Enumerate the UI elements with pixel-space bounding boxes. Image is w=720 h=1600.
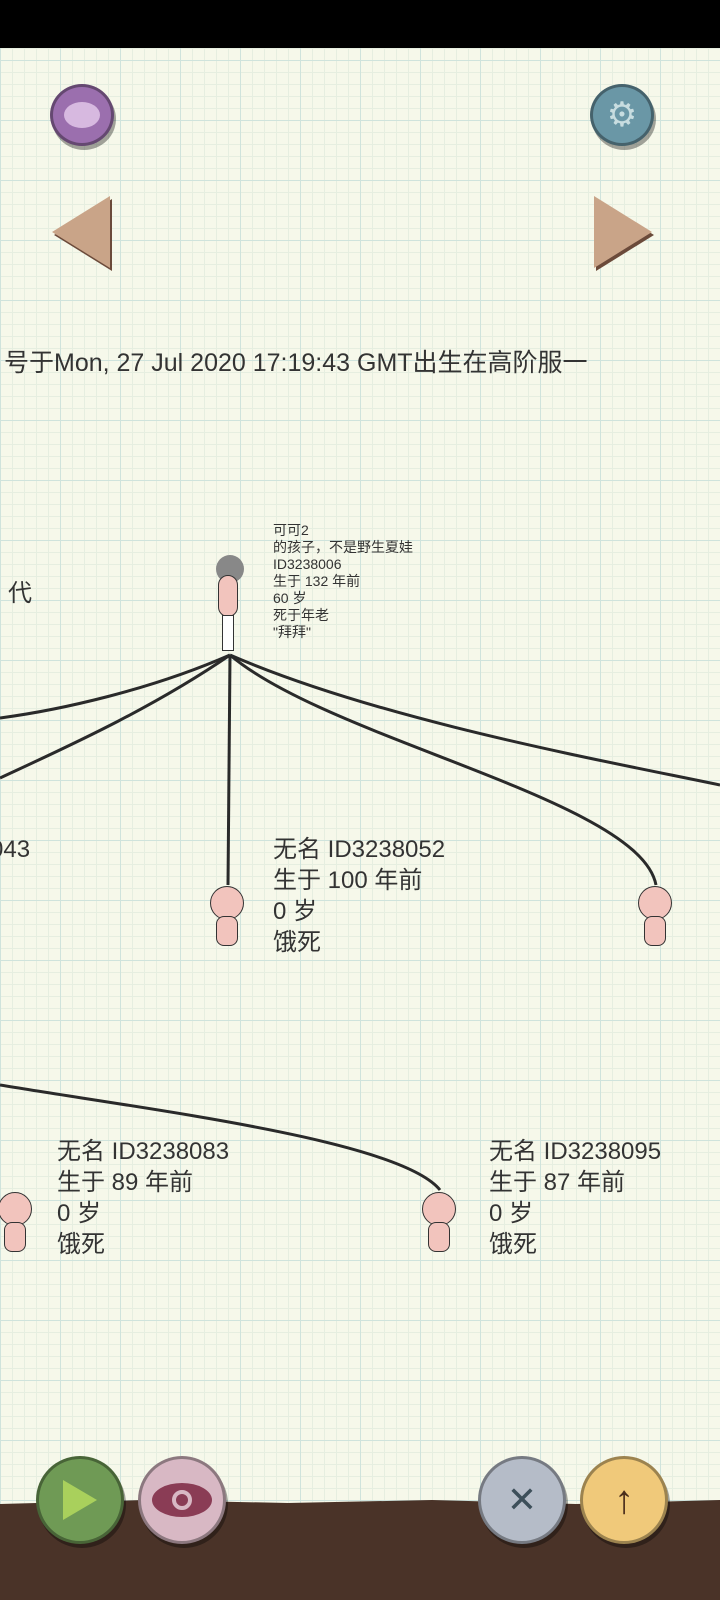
parent-born: 生于 132 年前 — [273, 573, 361, 589]
parent-name: 可可2 — [273, 522, 309, 538]
baby-character — [0, 1192, 36, 1258]
view-button[interactable] — [138, 1456, 226, 1544]
baby-character — [420, 1192, 460, 1258]
gear-icon: ⚙ — [606, 96, 638, 134]
parent-id: ID3238006 — [273, 556, 342, 572]
child-id: 无名 ID3238095 — [489, 1138, 662, 1165]
partial-child-info: 043 — [0, 834, 30, 865]
play-button[interactable] — [36, 1456, 124, 1544]
child-age: 0 岁 — [57, 1200, 102, 1227]
marionette-icon: ✕ — [506, 1479, 538, 1520]
eye-icon — [152, 1483, 212, 1517]
child-death: 饿死 — [273, 929, 321, 956]
next-arrow-button[interactable] — [594, 196, 652, 268]
generation-label: 代 — [8, 580, 32, 607]
child-id: 无名 ID3238083 — [57, 1138, 230, 1165]
child-age: 0 岁 — [273, 898, 318, 925]
speech-bubble-icon — [64, 102, 100, 128]
parent-info: 可可2 的孩子，不是野生夏娃 ID3238006 生于 132 年前 60 岁 … — [273, 522, 413, 641]
partial-id: 043 — [0, 836, 31, 863]
parent-last-words: "拜拜" — [273, 624, 311, 640]
previous-arrow-button[interactable] — [52, 196, 110, 268]
elder-character — [214, 555, 246, 655]
child-age: 0 岁 — [489, 1200, 534, 1227]
child-id: 无名 ID3238052 — [273, 836, 446, 863]
child-info: 无名 ID3238095 生于 87 年前 0 岁 饿死 — [489, 1136, 661, 1260]
birth-info-text: 号于Mon, 27 Jul 2020 17:19:43 GMT出生在高阶服一 — [4, 349, 588, 377]
child-born: 生于 100 年前 — [273, 867, 423, 894]
child-born: 生于 87 年前 — [489, 1169, 626, 1196]
parent-lineage: 的孩子，不是野生夏娃 — [273, 539, 413, 555]
status-bar — [0, 0, 720, 48]
child-born: 生于 89 年前 — [57, 1169, 194, 1196]
parent-age: 60 岁 — [273, 590, 307, 606]
settings-button[interactable]: ⚙ — [590, 84, 654, 146]
puppet-button[interactable]: ✕ — [478, 1456, 566, 1544]
child-info: 无名 ID3238083 生于 89 年前 0 岁 饿死 — [57, 1136, 229, 1260]
child-info: 无名 ID3238052 生于 100 年前 0 岁 饿死 — [273, 834, 445, 958]
parent-death: 死于年老 — [273, 607, 329, 623]
upgrade-button[interactable]: ↑ — [580, 1456, 668, 1544]
chat-button[interactable] — [50, 84, 114, 146]
winged-arrow-icon: ↑ — [614, 1477, 634, 1522]
baby-character — [208, 886, 248, 952]
play-icon — [63, 1480, 97, 1520]
child-death: 饿死 — [489, 1231, 537, 1258]
baby-character — [636, 886, 676, 952]
child-death: 饿死 — [57, 1231, 105, 1258]
